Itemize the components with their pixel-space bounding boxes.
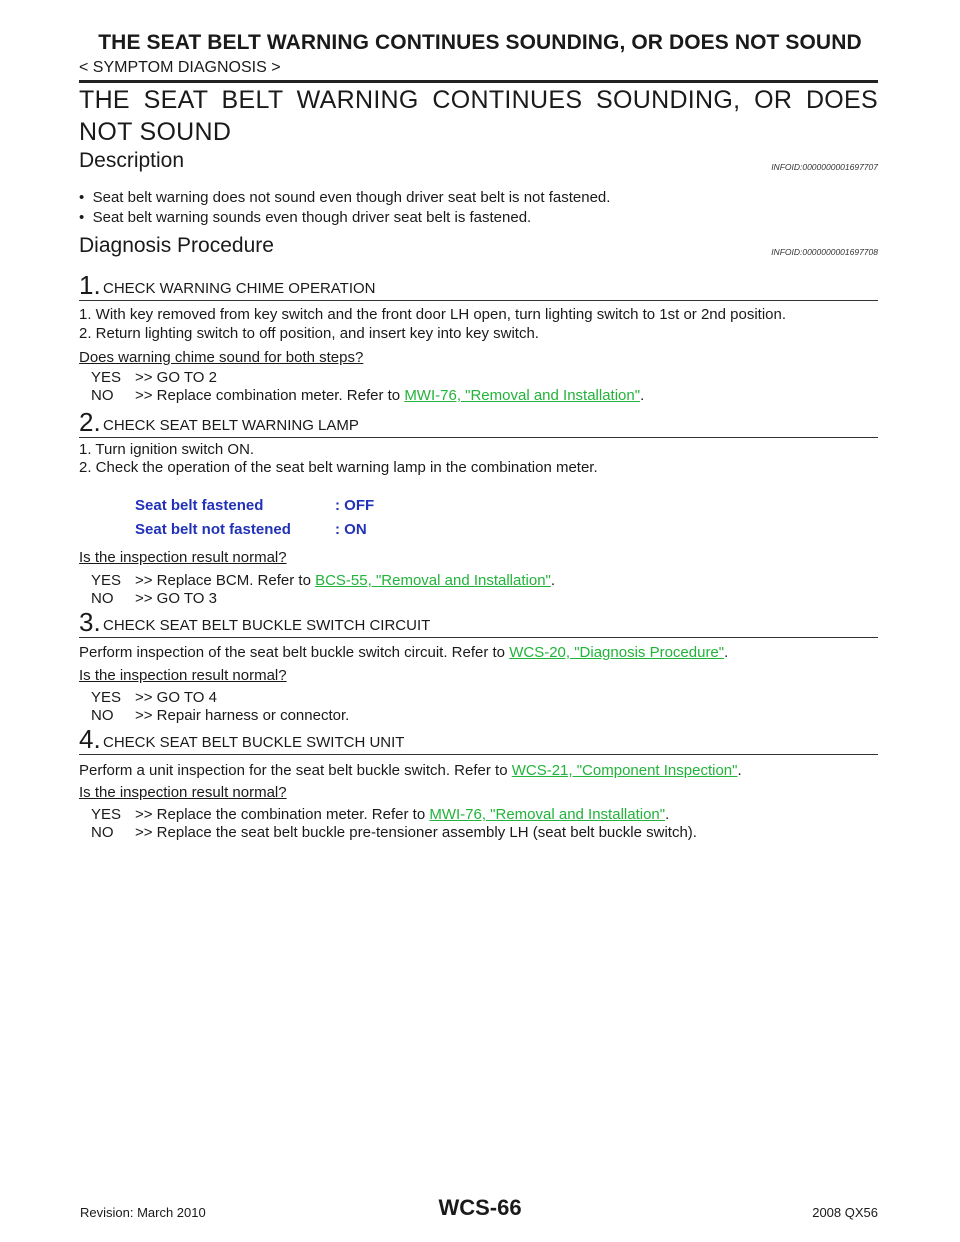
footer-page-number: WCS-66 [438,1195,522,1220]
step-1-line-2: 2. Return lighting switch to off positio… [79,325,539,342]
step-number: 3. [79,607,101,637]
footer-revision: Revision: March 2010 [80,1205,206,1220]
step-number: 2. [79,407,101,437]
description-infoid: INFOID:0000000001697707 [771,162,878,172]
step-2-line-2: 2. Check the operation of the seat belt … [79,459,598,476]
step-1-yes: YES>> GO TO 2 [91,369,217,386]
step-1-no: NO>> Replace combination meter. Refer to… [91,387,645,404]
step-title: CHECK SEAT BELT WARNING LAMP [103,417,359,434]
page-title: THE SEAT BELT WARNING CONTINUES SOUNDING… [79,86,878,146]
ref-link-wcs-21[interactable]: WCS-21, "Component Inspection" [511,762,738,779]
running-header-title: THE SEAT BELT WARNING CONTINUES SOUNDING… [98,31,862,54]
spec-row: Seat belt fastened: OFF [135,497,375,514]
step-2-no: NO>> GO TO 3 [91,590,217,607]
step-2-yes: YES>> Replace BCM. Refer to BCS-55, "Rem… [91,572,556,589]
step-title: CHECK SEAT BELT BUCKLE SWITCH CIRCUIT [103,617,431,634]
step-4-yes: YES>> Replace the combination meter. Ref… [91,806,670,823]
step-4-header: 4. CHECK SEAT BELT BUCKLE SWITCH UNIT [79,724,878,755]
description-bullet: • Seat belt warning does not sound even … [79,189,611,206]
step-4-text: Perform a unit inspection for the seat b… [79,762,742,779]
step-4-question: Is the inspection result normal? [79,784,287,801]
footer-model: 2008 QX56 [812,1205,878,1220]
step-1-question: Does warning chime sound for both steps? [79,349,364,366]
step-3-no: NO>> Repair harness or connector. [91,707,350,724]
description-heading: Description [79,149,185,172]
step-2-question: Is the inspection result normal? [79,549,287,566]
step-title: CHECK WARNING CHIME OPERATION [103,280,376,297]
step-number: 4. [79,724,101,754]
running-header-section: < SYMPTOM DIAGNOSIS > [79,59,281,76]
header-divider [79,80,878,83]
ref-link-wcs-20[interactable]: WCS-20, "Diagnosis Procedure" [509,644,725,661]
diagnosis-heading: Diagnosis Procedure [79,234,274,257]
step-3-text: Perform inspection of the seat belt buck… [79,644,729,661]
ref-link-bcs-55[interactable]: BCS-55, "Removal and Installation" [315,572,551,589]
step-title: CHECK SEAT BELT BUCKLE SWITCH UNIT [103,734,405,751]
step-3-yes: YES>> GO TO 4 [91,689,217,706]
description-bullet: • Seat belt warning sounds even though d… [79,209,532,226]
ref-link-mwi-76[interactable]: MWI-76, "Removal and Installation" [429,806,666,823]
spec-row: Seat belt not fastened: ON [135,521,367,538]
step-1-line-1: 1. With key removed from key switch and … [79,306,787,323]
step-3-header: 3. CHECK SEAT BELT BUCKLE SWITCH CIRCUIT [79,607,878,638]
step-2-header: 2. CHECK SEAT BELT WARNING LAMP [79,407,878,438]
step-1-header: 1. CHECK WARNING CHIME OPERATION [79,270,878,301]
ref-link-mwi-76[interactable]: MWI-76, "Removal and Installation" [404,387,641,404]
diagnosis-infoid: INFOID:0000000001697708 [771,247,878,257]
step-2-line-1: 1. Turn ignition switch ON. [79,441,255,458]
step-number: 1. [79,270,101,300]
step-3-question: Is the inspection result normal? [79,667,287,684]
step-4-no: NO>> Replace the seat belt buckle pre-te… [91,824,697,841]
